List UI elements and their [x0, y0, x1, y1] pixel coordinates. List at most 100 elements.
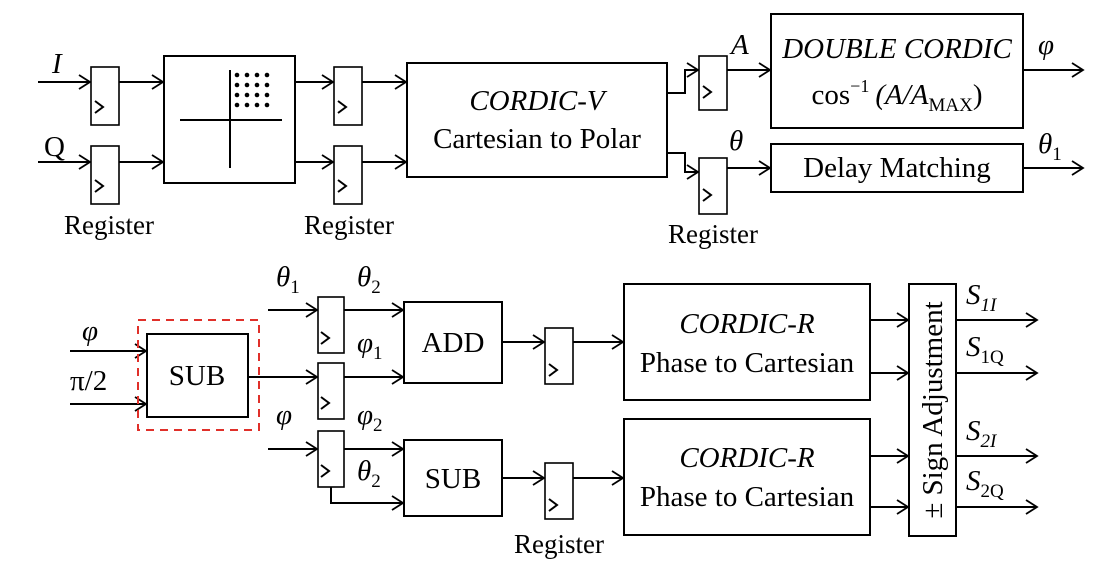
register-caption: Register — [64, 210, 154, 240]
constellation-dot — [264, 82, 270, 88]
register-icon — [317, 296, 345, 354]
label-phi-out: φ — [1038, 29, 1054, 61]
arrowhead — [305, 369, 319, 385]
constellation-dot — [244, 102, 250, 108]
constellation-dot — [234, 82, 240, 88]
clock-icon — [320, 331, 331, 345]
arrowhead — [532, 470, 546, 486]
register-icon — [698, 157, 728, 215]
arrowhead — [1025, 312, 1039, 328]
register-icon — [317, 362, 345, 420]
label-theta1-out: θ1 — [1038, 128, 1062, 165]
register-caption: Register — [514, 529, 604, 559]
double-cordic-title: DOUBLE CORDIC — [781, 33, 1012, 65]
clock-icon — [320, 396, 331, 410]
constellation-dots — [234, 72, 270, 108]
label-theta2-bottom: θ2 — [357, 455, 381, 492]
register-icon — [698, 55, 728, 111]
sign-adjustment-block — [908, 283, 957, 537]
cordic-r-2-subtitle: Phase to Cartesian — [640, 481, 855, 513]
clock-icon — [320, 464, 331, 478]
label-theta: θ — [729, 125, 743, 157]
cordic-r-block-2 — [623, 418, 871, 536]
cordic-r-2-title: CORDIC-R — [679, 442, 815, 474]
wire — [667, 69, 698, 94]
arrowhead — [1025, 499, 1039, 515]
label-phi1: φ1 — [357, 327, 383, 364]
register-icon — [333, 145, 363, 205]
sub-block-2-label: SUB — [425, 463, 481, 495]
label-s1i: S1I — [966, 279, 998, 316]
constellation-dot — [254, 92, 260, 98]
sub-block-1-label: SUB — [169, 360, 225, 392]
arrowhead — [78, 154, 92, 170]
arrowhead — [305, 302, 319, 318]
register-caption: Register — [304, 210, 394, 240]
constellation-dot — [234, 72, 240, 78]
constellation-dot — [264, 92, 270, 98]
wire — [667, 152, 698, 173]
constellation-dot — [264, 102, 270, 108]
label-pi-over-2: π/2 — [70, 365, 107, 397]
label-a: A — [729, 29, 749, 61]
arrowhead — [686, 62, 700, 78]
label-phi-in-2: φ — [276, 399, 292, 431]
constellation-dot — [244, 92, 250, 98]
constellation-dot — [264, 72, 270, 78]
register-icon — [90, 145, 120, 205]
constellation-dot — [254, 72, 260, 78]
arrowhead — [1071, 160, 1085, 176]
delay-matching-block — [770, 143, 1024, 193]
wire — [330, 487, 344, 504]
register-icon — [317, 430, 345, 488]
register-icon — [333, 66, 363, 126]
label-phi-in: φ — [82, 315, 98, 347]
label-input-i: I — [51, 48, 63, 80]
clock-icon — [702, 188, 713, 202]
constellation-dot — [234, 102, 240, 108]
label-theta1-in: θ1 — [276, 261, 300, 298]
arrowhead — [1025, 448, 1039, 464]
delay-matching-label: Delay Matching — [803, 152, 991, 184]
arrowhead — [78, 74, 92, 90]
constellation-dot — [254, 102, 260, 108]
arrowhead — [321, 154, 335, 170]
sign-adjustment-label: ± Sign Adjustment — [917, 301, 949, 518]
cordic-r-block-1 — [623, 283, 871, 401]
label-theta2-top: θ2 — [357, 261, 381, 298]
constellation-dot — [234, 92, 240, 98]
clock-icon — [337, 100, 348, 114]
clock-icon — [94, 179, 105, 193]
clock-icon — [94, 100, 105, 114]
constellation-dot — [254, 82, 260, 88]
double-cordic-formula: cos−1(A/AMAX) — [812, 76, 983, 116]
sub-block-1 — [146, 333, 249, 418]
clock-icon — [337, 179, 348, 193]
constellation-dot — [244, 72, 250, 78]
label-s2q: S2Q — [966, 465, 1004, 502]
register-icon — [90, 66, 120, 126]
constellation-dot — [244, 82, 250, 88]
arrowhead — [1025, 365, 1039, 381]
cordic-r-1-subtitle: Phase to Cartesian — [640, 347, 855, 379]
clock-icon — [548, 498, 559, 512]
arrowhead — [1071, 62, 1085, 78]
add-block-label: ADD — [422, 327, 485, 359]
double-cordic-block — [770, 13, 1024, 129]
cordic-v-block — [406, 62, 668, 178]
add-block — [403, 301, 503, 384]
clock-icon — [548, 363, 559, 377]
arrowhead — [305, 441, 319, 457]
arrowhead — [532, 334, 546, 350]
cordic-r-1-title: CORDIC-R — [679, 308, 815, 340]
label-s1q: S1Q — [966, 331, 1004, 368]
label-s2i: S2I — [966, 415, 998, 452]
label-input-q: Q — [44, 131, 65, 163]
label-phi2: φ2 — [357, 399, 383, 436]
cordic-v-subtitle: Cartesian to Polar — [433, 123, 641, 155]
arrowhead — [686, 164, 700, 180]
cordic-v-title: CORDIC-V — [469, 85, 608, 117]
sub-highlight-frame — [137, 319, 260, 431]
arrowhead — [321, 74, 335, 90]
